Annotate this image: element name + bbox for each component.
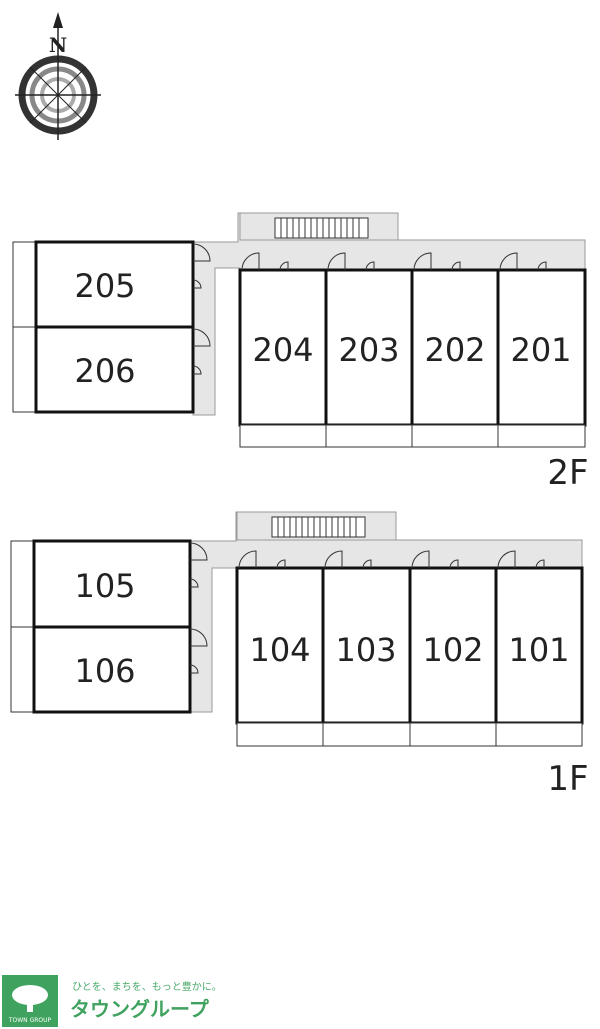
compass-icon: N bbox=[15, 12, 101, 140]
town-group-logo: TOWN GROUP ひとを、まちを、もっと豊かに。 タウングループ bbox=[2, 975, 222, 1027]
unit-204 bbox=[238, 268, 328, 427]
unit-label: 101 bbox=[508, 631, 569, 669]
unit-label: 201 bbox=[510, 331, 571, 369]
floor-label: 2F bbox=[547, 453, 588, 493]
unit-206 bbox=[34, 325, 195, 414]
unit-label: 206 bbox=[74, 352, 135, 390]
unit-202 bbox=[410, 268, 500, 427]
unit-102 bbox=[408, 566, 498, 725]
floor-label: 1F bbox=[547, 759, 588, 799]
door-icon bbox=[238, 550, 545, 569]
unit-label: 104 bbox=[249, 631, 310, 669]
unit-205 bbox=[34, 240, 195, 329]
floor-1f-plan: 105 106 104 103 102 101 1 bbox=[10, 511, 589, 799]
unit-104 bbox=[235, 566, 325, 725]
unit-label: 102 bbox=[422, 631, 483, 669]
door-icon bbox=[189, 542, 208, 674]
door-icon bbox=[192, 243, 211, 375]
unit-label: 105 bbox=[74, 567, 135, 605]
unit-label: 204 bbox=[252, 331, 313, 369]
unit-101 bbox=[494, 566, 584, 725]
logo-tagline: ひとを、まちを、もっと豊かに。 bbox=[72, 980, 222, 993]
logo-mini-text: TOWN GROUP bbox=[8, 1017, 52, 1024]
unit-label: 203 bbox=[338, 331, 399, 369]
door-icon bbox=[241, 252, 547, 271]
unit-label: 202 bbox=[424, 331, 485, 369]
unit-label: 106 bbox=[74, 652, 135, 690]
unit-label: 103 bbox=[335, 631, 396, 669]
unit-106 bbox=[32, 625, 192, 714]
north-arrow-icon bbox=[53, 12, 63, 28]
unit-label: 205 bbox=[74, 267, 135, 305]
unit-105 bbox=[32, 539, 192, 629]
staircase-icon bbox=[271, 516, 366, 538]
logo-name: タウングループ bbox=[70, 997, 210, 1021]
north-label: N bbox=[49, 33, 67, 57]
floor-2f-plan: 205 206 204 203 202 201 bbox=[12, 212, 589, 493]
unit-103 bbox=[321, 566, 412, 725]
unit-203 bbox=[324, 268, 414, 427]
staircase-icon bbox=[274, 217, 369, 239]
